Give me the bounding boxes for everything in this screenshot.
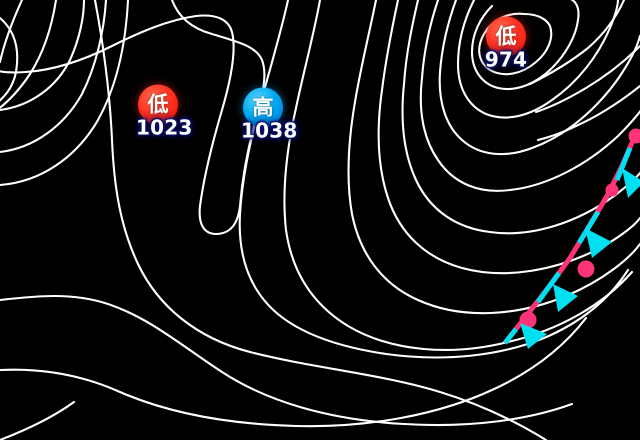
isobar-line bbox=[0, 294, 574, 427]
isobar-line bbox=[0, 0, 58, 109]
front-cold-triangles bbox=[520, 168, 640, 349]
isobar-line bbox=[534, 44, 640, 114]
isobar-line bbox=[528, 0, 626, 86]
isobar-line bbox=[456, 0, 620, 119]
isobar-line bbox=[0, 0, 108, 154]
pressure-value-label: 1038 bbox=[241, 118, 298, 143]
isobar-line bbox=[0, 316, 588, 428]
isobar-line bbox=[0, 0, 24, 64]
isobar-line bbox=[0, 400, 76, 440]
front-cold-dashes bbox=[503, 147, 633, 345]
front-warm-semicircles bbox=[519, 128, 640, 329]
isobar-line bbox=[0, 0, 86, 112]
pressure-marker-low-974[interactable]: 低 974 bbox=[484, 16, 528, 72]
isobar-line bbox=[0, 0, 266, 236]
pressure-value-label: 974 bbox=[484, 47, 528, 72]
isobar-line bbox=[93, 0, 548, 440]
isobar-line bbox=[419, 0, 640, 192]
pressure-value-label: 1023 bbox=[136, 115, 193, 140]
isobar-line bbox=[438, 0, 640, 156]
pressure-marker-high-1038[interactable]: 高 1038 bbox=[241, 87, 298, 143]
isobar-line bbox=[0, 0, 130, 187]
high-symbol-bubble: 高 bbox=[243, 87, 283, 128]
low-symbol-bubble: 低 bbox=[138, 84, 178, 125]
front-warm-semicircles-2 bbox=[605, 183, 619, 197]
low-symbol-bubble: 低 bbox=[486, 16, 526, 57]
isobar-line bbox=[536, 84, 640, 142]
pressure-marker-low-1023[interactable]: 低 1023 bbox=[136, 84, 193, 140]
front-warm-segment bbox=[503, 130, 640, 345]
isobar-line bbox=[470, 0, 580, 90]
stationary-front[interactable] bbox=[503, 128, 640, 350]
